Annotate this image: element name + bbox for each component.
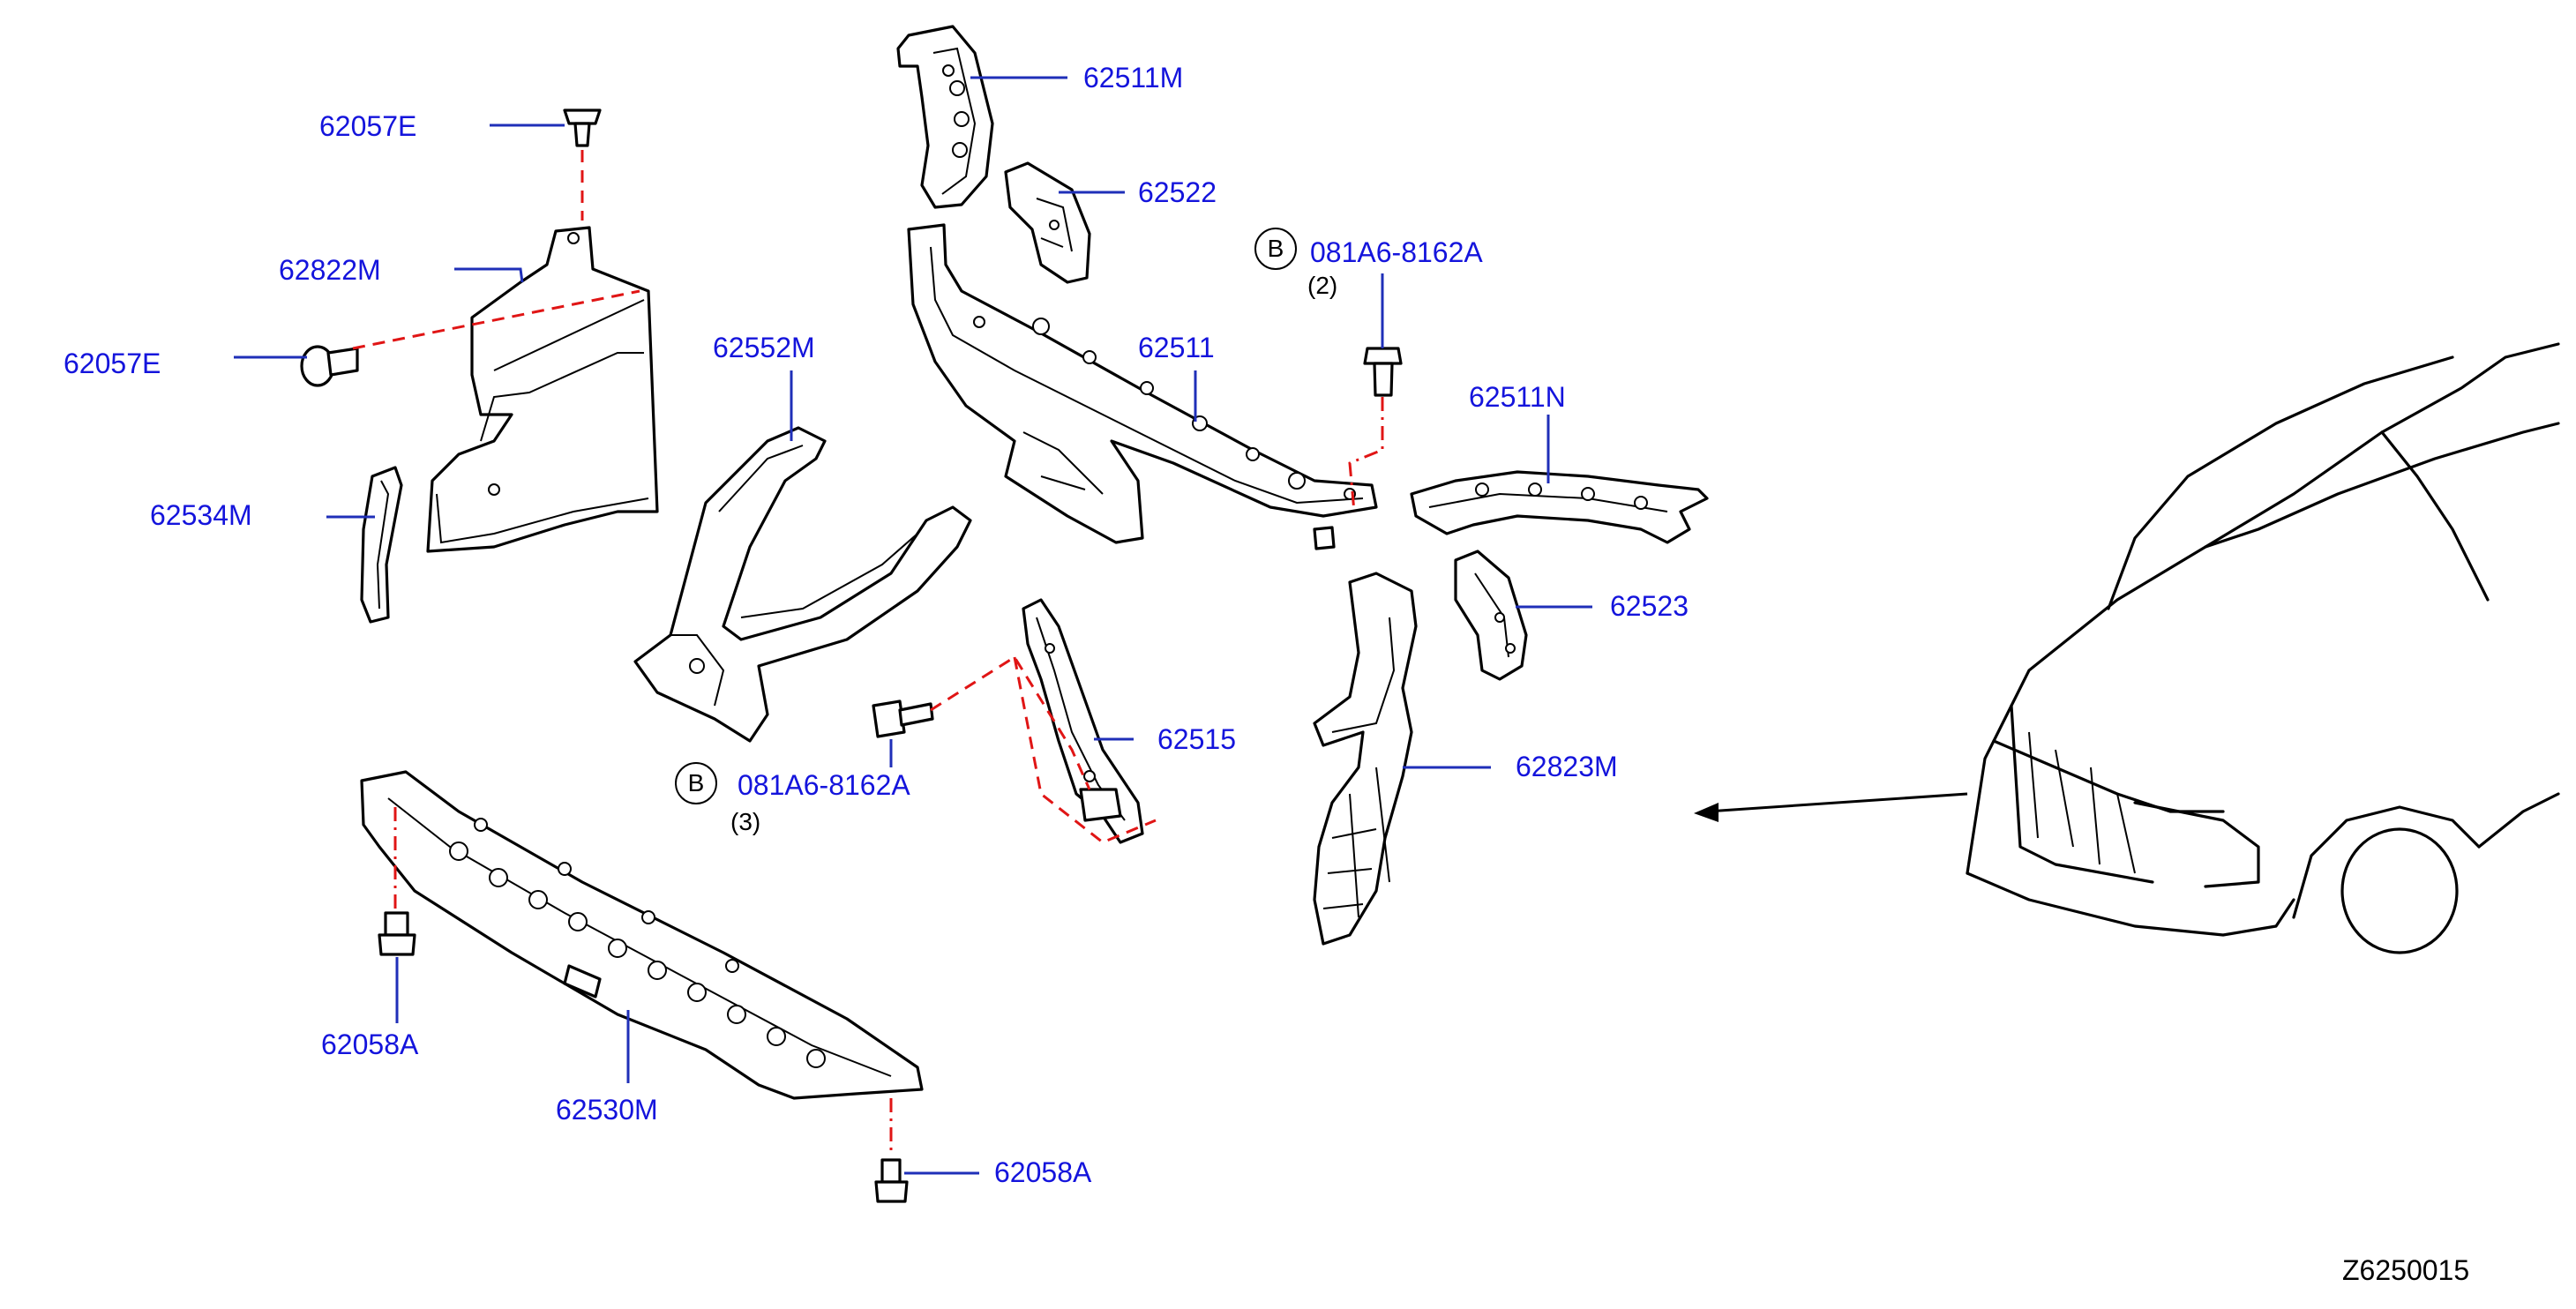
label-62530M[interactable]: 62530M [556,1094,658,1126]
bolt-quantity-upper: (2) [1307,272,1338,299]
bolt-upper-drawing [1363,347,1403,397]
label-62822M[interactable]: 62822M [279,254,381,286]
fastener-paths [352,150,1384,1156]
label-62511[interactable]: 62511 [1138,332,1215,363]
bolt-lower-drawing [872,699,934,738]
part-62523-drawing [1454,550,1528,681]
label-62523[interactable]: 62523 [1610,590,1689,622]
part-62552M-drawing [633,426,972,743]
label-62058A-left[interactable]: 62058A [321,1028,419,1060]
bolt-part-number-upper[interactable]: 081A6-8162A [1310,236,1483,268]
clip-62057E-left-drawing [300,345,359,387]
bolt-62058A-bottom-drawing [874,1158,909,1203]
part-62822M-drawing [426,226,659,553]
vehicle-locator-drawing [1966,342,2560,954]
label-62511M[interactable]: 62511M [1083,62,1184,94]
label-62058A-bottom[interactable]: 62058A [994,1156,1092,1188]
bolt-symbol-upper: B [1254,228,1297,270]
part-62534M-drawing [360,466,403,624]
diagram-code: Z6250015 [2342,1254,2470,1286]
label-62823M[interactable]: 62823M [1516,751,1618,782]
label-62511N[interactable]: 62511N [1469,381,1566,413]
label-62057E-top[interactable]: 62057E [319,110,417,142]
leader-lines [234,76,1592,1175]
bolt-part-number-lower[interactable]: 081A6-8162A [738,769,910,801]
part-62530M-drawing [360,770,924,1100]
bolt-62058A-left-drawing [378,911,416,956]
clip-62057E-top-drawing [563,108,602,147]
bolt-quantity-lower: (3) [730,808,761,835]
label-62522[interactable]: 62522 [1138,176,1217,208]
part-62511M-drawing [896,25,994,209]
part-62522-drawing [1004,161,1091,284]
part-62823M-drawing [1313,572,1418,946]
part-62515-drawing [1022,598,1144,844]
part-62511N-drawing [1410,470,1709,544]
part-62511-drawing [907,223,1378,550]
locator-arrow [1694,792,1968,822]
label-62534M[interactable]: 62534M [150,499,252,531]
label-62057E-left[interactable]: 62057E [64,348,161,379]
label-62515[interactable]: 62515 [1157,723,1236,755]
label-62552M[interactable]: 62552M [713,332,815,363]
bolt-symbol-lower: B [675,762,717,804]
